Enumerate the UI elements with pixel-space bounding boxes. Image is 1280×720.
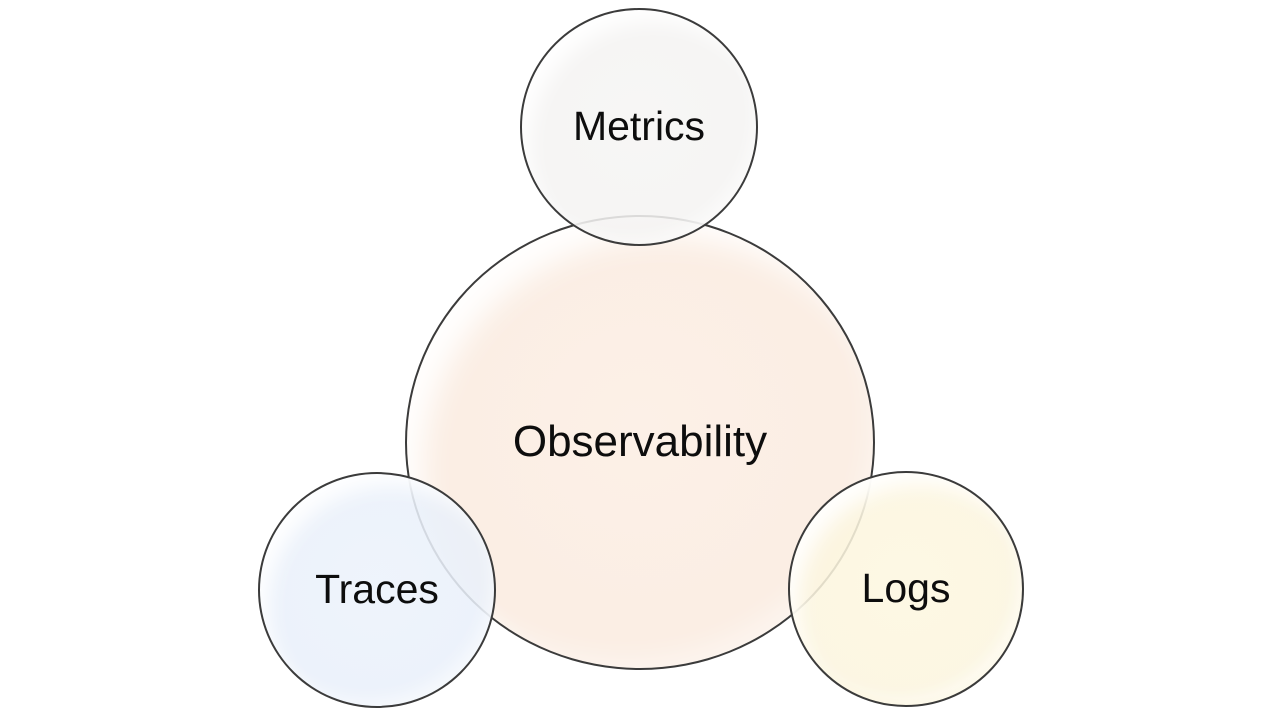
logs-circle: Logs [788, 471, 1024, 707]
metrics-circle: Metrics [520, 8, 758, 246]
traces-circle: Traces [258, 472, 496, 708]
observability-label: Observability [512, 417, 768, 467]
logs-label: Logs [861, 565, 951, 612]
traces-label: Traces [315, 566, 439, 613]
metrics-label: Metrics [572, 103, 706, 150]
